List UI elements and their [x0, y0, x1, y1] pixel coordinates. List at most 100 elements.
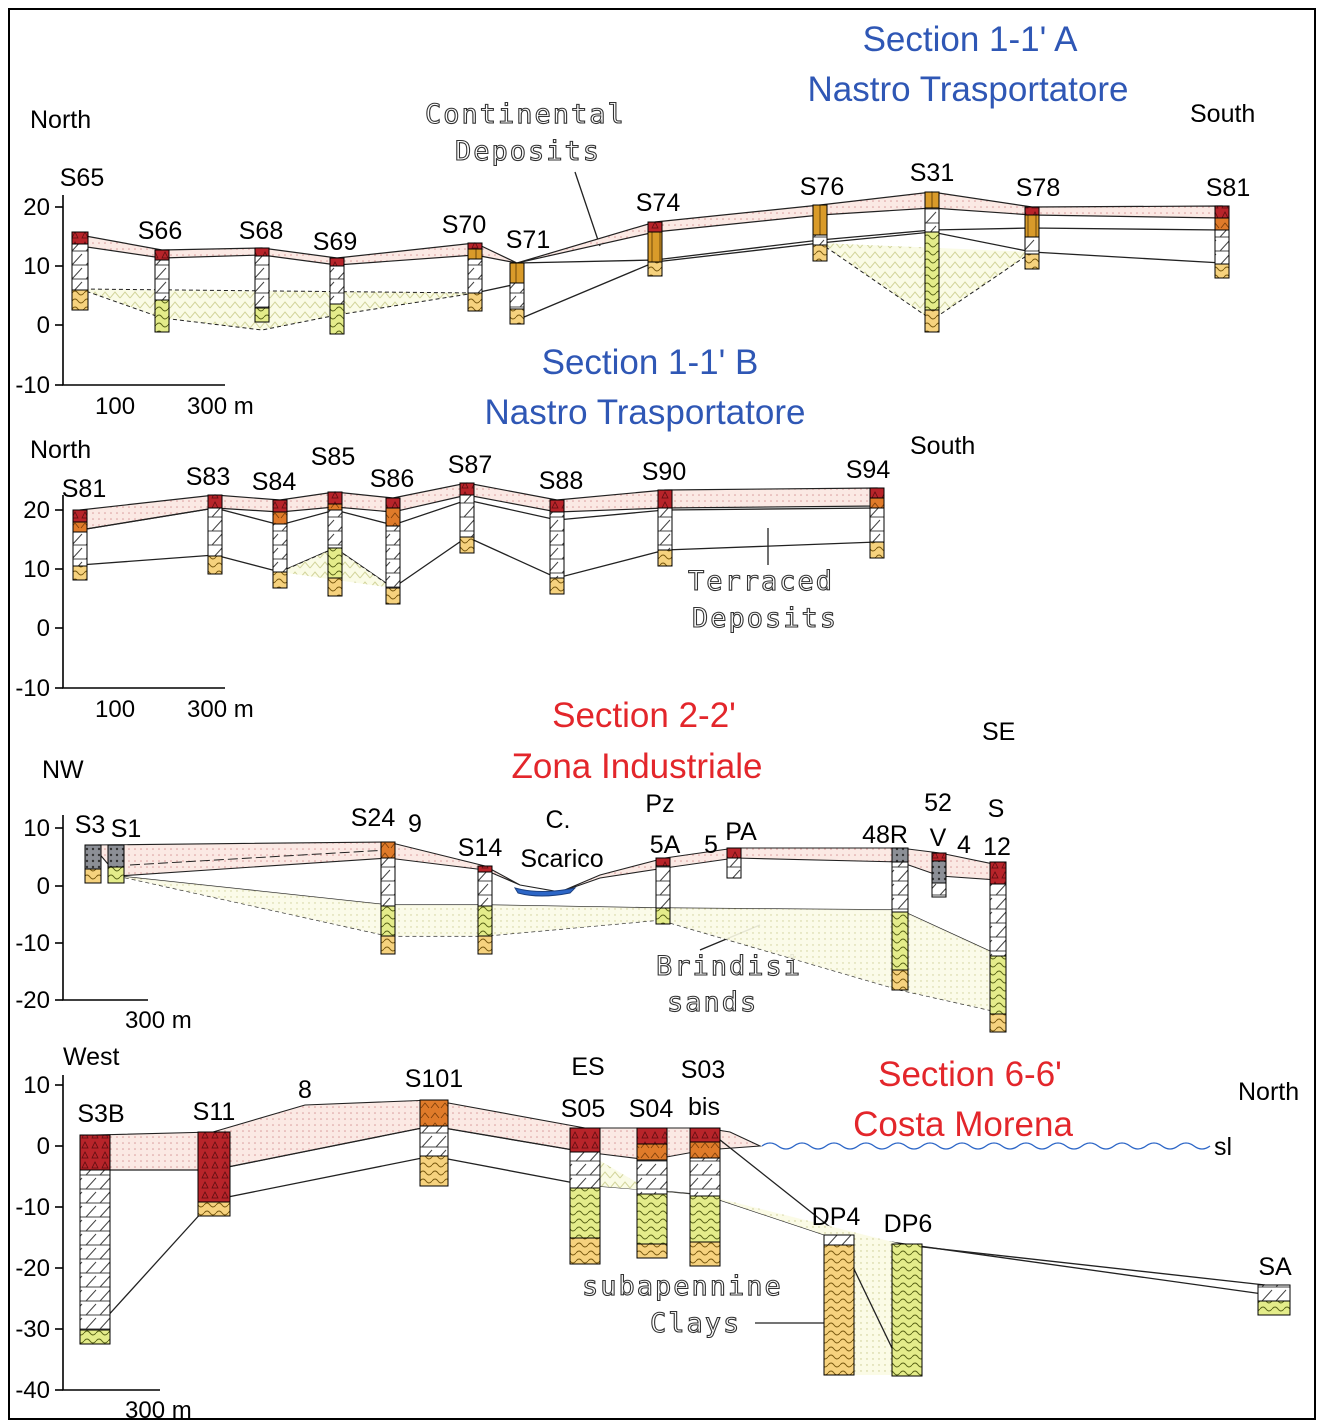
p4-boreholes — [79, 1099, 1291, 1377]
svg-text:-20: -20 — [15, 987, 50, 1014]
p1-ytick-0: 0 — [37, 312, 50, 339]
panel-2-section-1b: Section 1-1' B Nastro Trasportatore Nort… — [15, 343, 975, 723]
panel4-north-label: North — [1238, 1078, 1299, 1106]
svg-text:-10: -10 — [15, 1194, 50, 1221]
svg-text:S3B: S3B — [77, 1100, 124, 1128]
borehole-S1 — [107, 844, 125, 884]
sea-level-line — [761, 1142, 1211, 1150]
svg-text:5: 5 — [704, 831, 718, 859]
p1-scale-300: 300 m — [187, 393, 254, 420]
svg-text:S31: S31 — [910, 159, 954, 187]
svg-text:12: 12 — [983, 833, 1011, 861]
panel-3-section-2: Section 2-2' Zona Industriale NW SE Brin… — [15, 696, 1015, 1034]
panel2-note-line1: Terraced — [688, 566, 834, 597]
sea-level-label: sl — [1214, 1133, 1232, 1161]
svg-text:S94: S94 — [846, 456, 891, 484]
panel3-yticks: 10 0 -10 -20 — [15, 815, 63, 1014]
svg-text:5A: 5A — [650, 831, 681, 859]
svg-text:ES: ES — [571, 1053, 604, 1081]
p3-borehole-labels: S3 S1 S24 9 S14 C. Scarico Pz 5A 5 PA 48… — [75, 789, 1011, 873]
borehole-S90 — [657, 489, 673, 567]
svg-text:S78: S78 — [1016, 174, 1060, 202]
svg-text:10: 10 — [23, 556, 50, 583]
borehole-S69 — [329, 257, 345, 335]
svg-text:S05: S05 — [561, 1095, 605, 1123]
borehole-S68 — [254, 247, 270, 323]
svg-text:S87: S87 — [448, 451, 492, 479]
svg-text:S83: S83 — [186, 463, 230, 491]
svg-text:S70: S70 — [442, 211, 486, 239]
svg-text:DP6: DP6 — [884, 1210, 933, 1238]
p1-scale-100: 100 — [95, 393, 135, 420]
svg-text:10: 10 — [23, 815, 50, 842]
svg-text:S03: S03 — [681, 1056, 725, 1084]
svg-text:S76: S76 — [800, 173, 844, 201]
borehole-S70 — [467, 242, 483, 312]
borehole-S65 — [71, 231, 89, 311]
borehole-S71 — [509, 262, 525, 325]
borehole-S12 — [989, 861, 1007, 1033]
svg-text:S68: S68 — [239, 217, 283, 245]
panel3-se-label: SE — [982, 718, 1015, 746]
svg-text:S88: S88 — [539, 467, 583, 495]
panel3-title-line2: Zona Industriale — [512, 747, 763, 786]
panel1-yticks: 20 10 0 -10 — [15, 194, 63, 399]
svg-text:C.: C. — [546, 806, 571, 834]
panel3-note-line1: Brindisi — [656, 951, 802, 982]
borehole-S78 — [1024, 206, 1040, 270]
svg-text:S3: S3 — [75, 811, 106, 839]
borehole-S86 — [385, 497, 401, 605]
p4-borehole-labels: S3B S11 8 S101 ES S05 S04 S03 bis DP4 DP… — [77, 1053, 1292, 1281]
borehole-SA — [1257, 1284, 1291, 1316]
svg-text:S101: S101 — [405, 1065, 463, 1093]
panel3-title-line1: Section 2-2' — [552, 696, 736, 735]
borehole-5A — [655, 857, 671, 925]
borehole-S03bis — [689, 1127, 721, 1267]
svg-text:S81: S81 — [1206, 174, 1250, 202]
svg-text:S24: S24 — [351, 804, 396, 832]
panel1-note-leader — [574, 171, 601, 247]
borehole-DP4 — [823, 1234, 855, 1376]
svg-text:-30: -30 — [15, 1316, 50, 1343]
panel2-note-line2: Deposits — [692, 603, 838, 634]
svg-text:10: 10 — [23, 1072, 50, 1099]
svg-text:S74: S74 — [636, 189, 681, 217]
borehole-S3B — [79, 1134, 111, 1345]
svg-text:Pz: Pz — [645, 790, 674, 818]
svg-text:S84: S84 — [252, 468, 297, 496]
borehole-S05 — [569, 1127, 601, 1265]
borehole-S83 — [207, 494, 223, 575]
panel1-note-line1: Continental — [425, 99, 626, 130]
borehole-52V — [931, 852, 947, 898]
panel1-south-label: South — [1190, 100, 1255, 128]
svg-text:S04: S04 — [629, 1095, 674, 1123]
svg-text:S71: S71 — [506, 226, 550, 254]
svg-text:S69: S69 — [313, 228, 357, 256]
p1-borehole-labels: S65 S66 S68 S69 S70 S71 S74 S76 S31 S78 … — [60, 159, 1250, 256]
borehole-S84 — [272, 499, 288, 589]
panel-4-section-6: Section 6-6' Costa Morena West North sub… — [15, 1043, 1299, 1424]
svg-text:300 m: 300 m — [125, 1007, 192, 1034]
svg-text:0: 0 — [37, 615, 50, 642]
panel2-north-label: North — [30, 436, 91, 464]
svg-text:S14: S14 — [458, 834, 503, 862]
borehole-S04 — [636, 1127, 668, 1259]
svg-text:0: 0 — [37, 1133, 50, 1160]
borehole-DP6 — [891, 1243, 923, 1377]
p2-borehole-labels: S81 S83 S84 S85 S86 S87 S88 S90 S94 — [62, 443, 891, 503]
svg-text:PA: PA — [725, 818, 757, 846]
svg-text:9: 9 — [408, 810, 422, 838]
p1-boreholes — [71, 191, 1230, 335]
scarico-water — [513, 887, 577, 897]
svg-text:20: 20 — [23, 497, 50, 524]
panel4-note-line1: subapennine — [582, 1271, 783, 1302]
svg-text:V: V — [930, 824, 947, 852]
panel3-note-line2: sands — [667, 987, 758, 1018]
p2-boreholes — [72, 482, 885, 605]
svg-text:0: 0 — [37, 873, 50, 900]
panel2-title-line1: Section 1-1' B — [542, 343, 759, 382]
svg-text:-20: -20 — [15, 1255, 50, 1282]
svg-text:-40: -40 — [15, 1377, 50, 1404]
svg-text:S66: S66 — [138, 217, 182, 245]
